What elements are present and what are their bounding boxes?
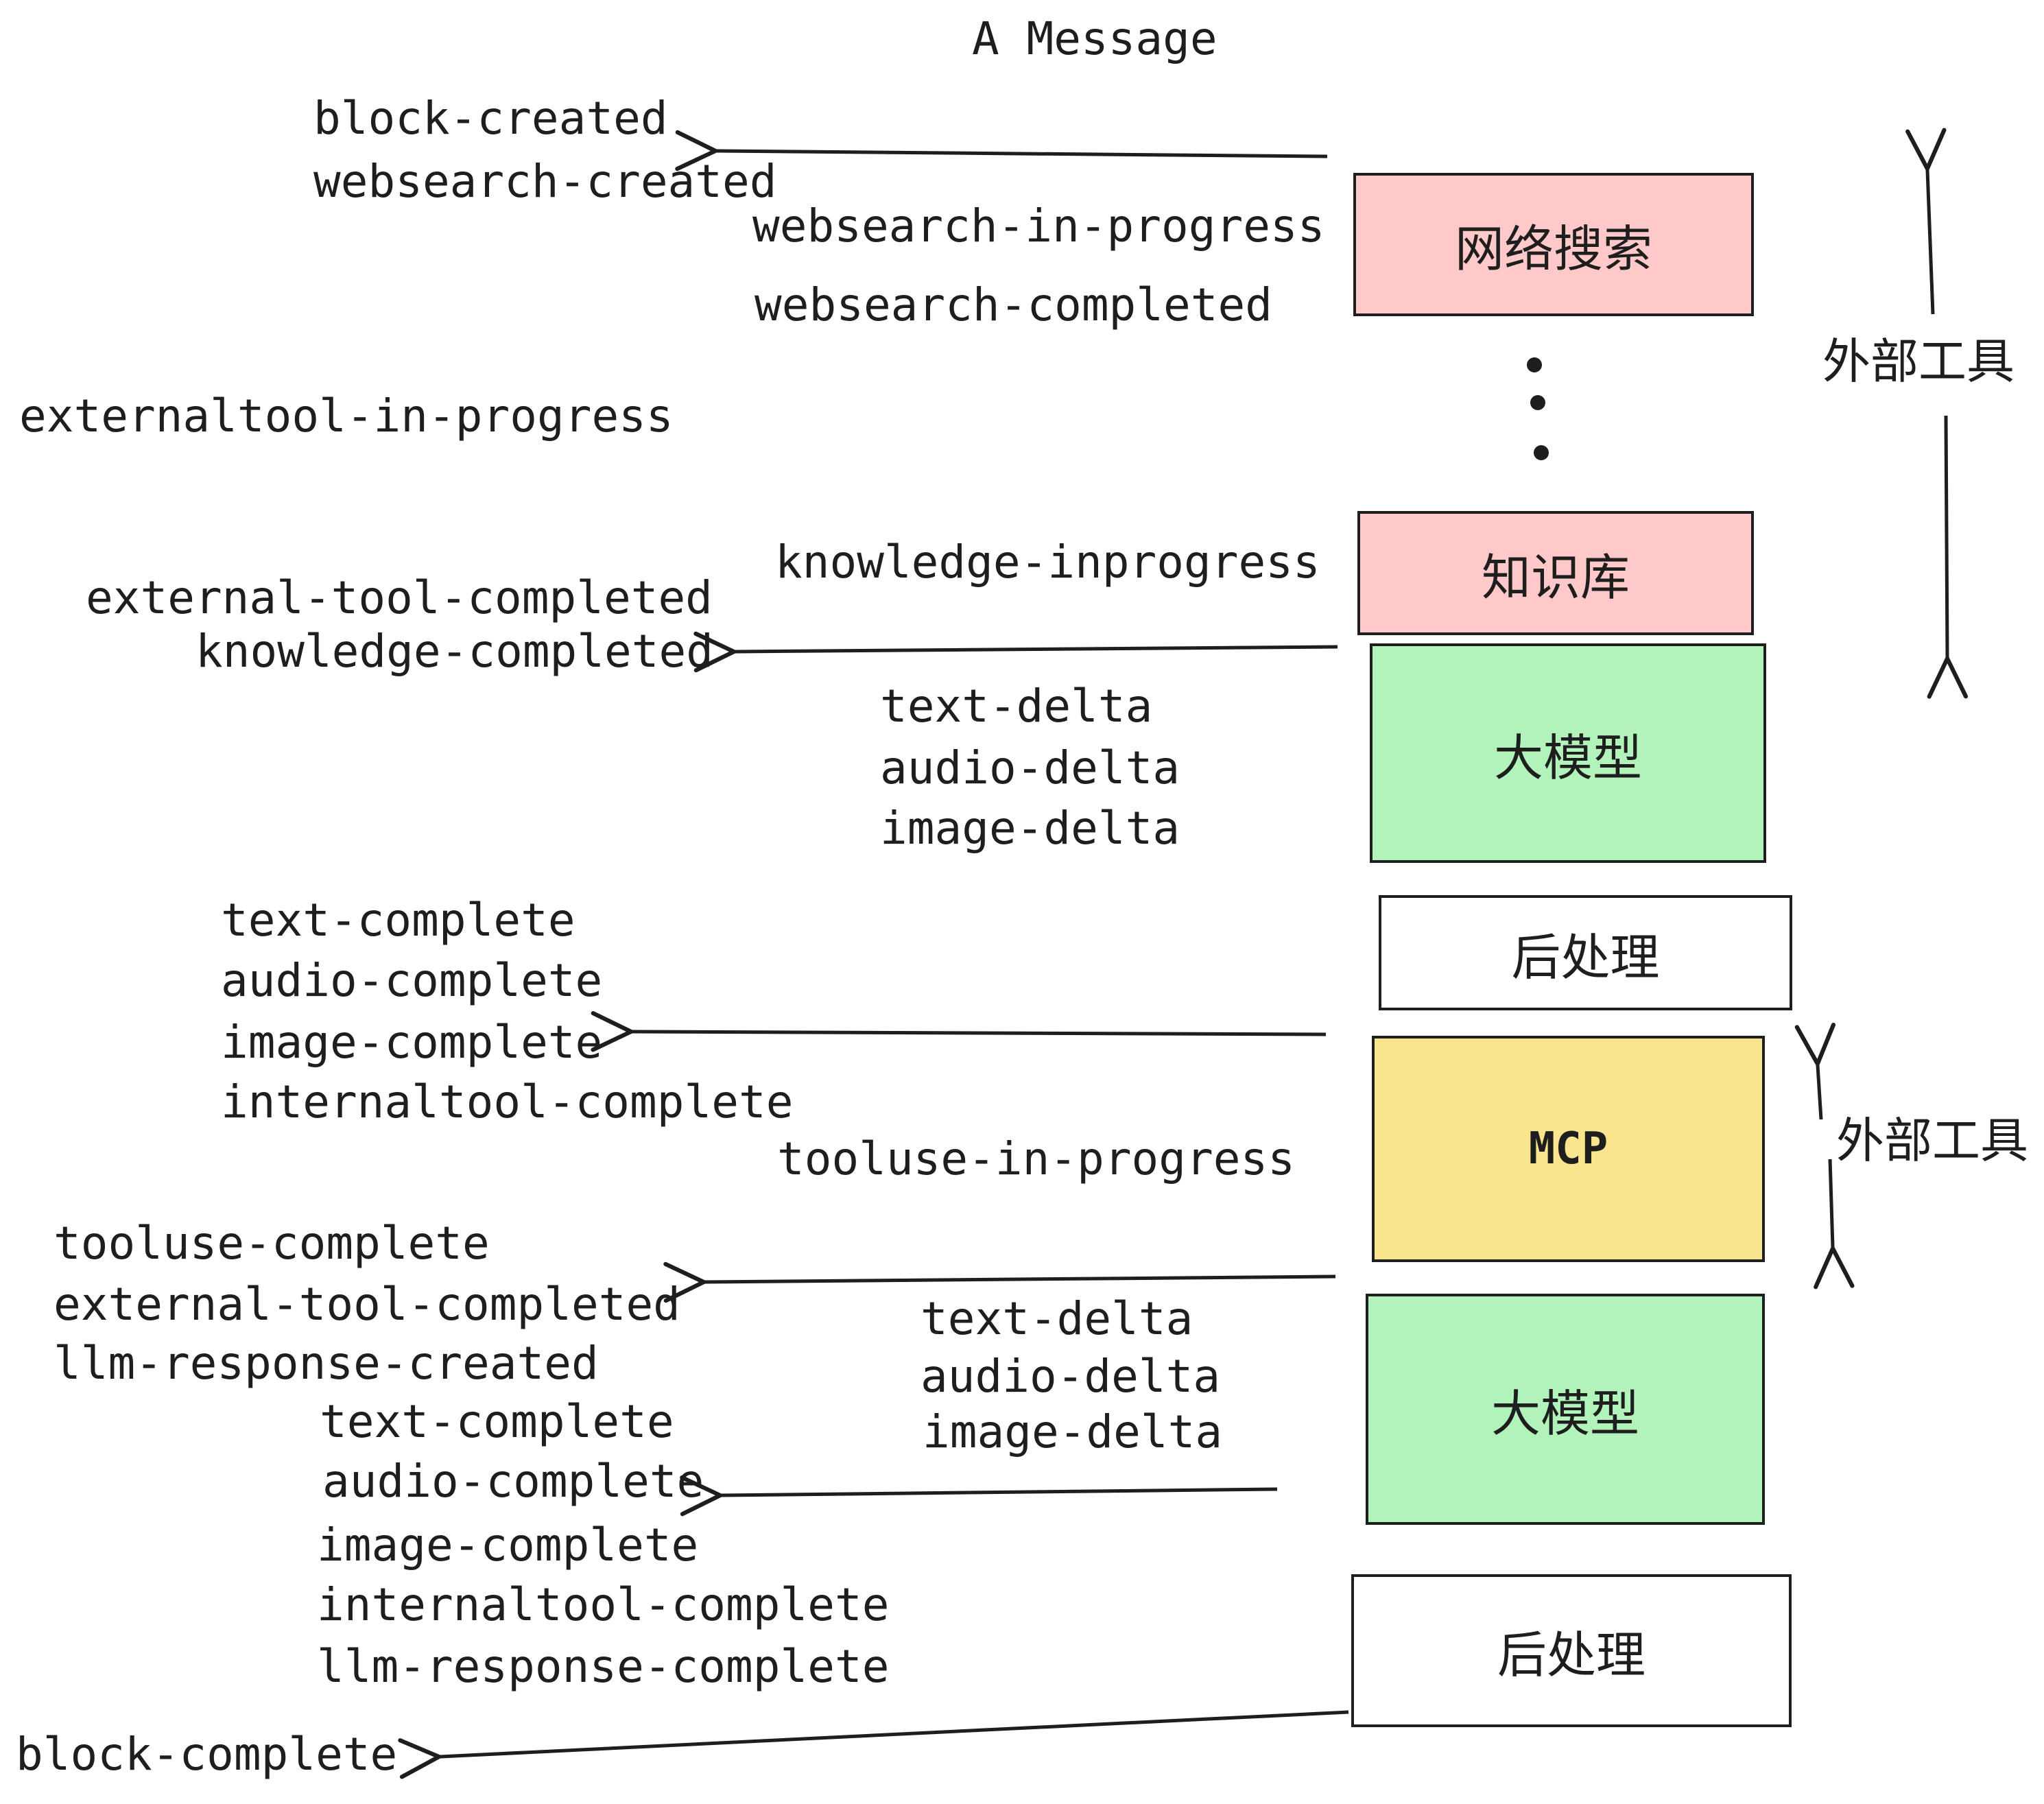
arrow-to-tooluse-complete xyxy=(663,1261,1336,1303)
event-label-audio-delta-1: audio-delta xyxy=(880,741,1180,794)
event-label-text-complete-1: text-complete xyxy=(221,894,575,947)
box-knowledge-label: 知识库 xyxy=(1481,551,1630,606)
box-knowledge: 知识库 xyxy=(1357,511,1754,635)
external-tools-label-mcp: 外部工具 xyxy=(1836,1114,2028,1167)
event-label-externaltool-in-progress: externaltool-in-progress xyxy=(19,390,674,442)
page-title: A Message xyxy=(972,12,1217,65)
arrow-to-image-complete xyxy=(591,1011,1327,1052)
event-label-external-tool-completed-2: external-tool-completed xyxy=(54,1278,680,1331)
event-label-text-delta-1: text-delta xyxy=(880,680,1153,733)
event-label-image-delta-2: image-delta xyxy=(923,1405,1223,1458)
event-label-text-complete-2: text-complete xyxy=(320,1395,674,1448)
event-label-websearch-completed: websearch-completed xyxy=(754,278,1272,331)
event-label-knowledge-inprogress: knowledge-inprogress xyxy=(775,536,1320,589)
event-label-websearch-in-progress: websearch-in-progress xyxy=(752,200,1325,252)
box-post-top: 后处理 xyxy=(1379,895,1792,1010)
event-label-websearch-created: websearch-created xyxy=(313,155,777,208)
box-llm-bottom: 大模型 xyxy=(1366,1294,1765,1525)
box-llm-bottom-label: 大模型 xyxy=(1490,1387,1639,1442)
event-label-block-complete: block-complete xyxy=(16,1728,398,1781)
box-mcp: MCP xyxy=(1372,1036,1765,1262)
event-label-internaltool-complete-1: internaltool-complete xyxy=(221,1076,794,1128)
event-label-external-tool-completed: external-tool-completed xyxy=(86,571,713,624)
box-llm-top-label: 大模型 xyxy=(1493,731,1642,786)
arrow-to-audio-complete xyxy=(680,1475,1278,1517)
event-label-knowledge-completed: knowledge-completed xyxy=(195,625,713,678)
event-label-image-complete-1: image-complete xyxy=(221,1016,603,1069)
event-label-image-delta-1: image-delta xyxy=(880,802,1180,855)
arrow-external-tools-mcp-down xyxy=(1814,1159,1855,1290)
event-label-tooluse-in-progress: tooluse-in-progress xyxy=(777,1132,1295,1185)
event-label-internaltool-complete-2: internaltool-complete xyxy=(317,1578,890,1631)
event-label-image-complete-2: image-complete xyxy=(317,1519,699,1571)
box-websearch: 网络搜索 xyxy=(1353,173,1754,316)
box-websearch-label: 网络搜索 xyxy=(1454,222,1652,277)
box-llm-top: 大模型 xyxy=(1370,643,1766,863)
event-label-audio-delta-2: audio-delta xyxy=(920,1350,1221,1403)
event-label-audio-complete-2: audio-complete xyxy=(322,1455,704,1508)
box-post-bottom-label: 后处理 xyxy=(1497,1628,1645,1683)
event-label-llm-response-complete: llm-response-complete xyxy=(317,1640,890,1693)
arrow-external-tools-top-down xyxy=(1927,415,1969,699)
arrow-to-websearch-created xyxy=(675,130,1328,171)
box-post-top-label: 后处理 xyxy=(1511,930,1660,986)
arrow-to-knowledge-completed xyxy=(693,631,1338,673)
event-label-audio-complete-1: audio-complete xyxy=(221,954,603,1007)
event-label-block-created: block-created xyxy=(313,92,668,145)
arrow-external-tools-mcp-up xyxy=(1794,1022,1836,1120)
box-mcp-label: MCP xyxy=(1528,1124,1608,1174)
event-label-text-delta-2: text-delta xyxy=(920,1292,1193,1345)
arrow-external-tools-top-up xyxy=(1905,128,1947,315)
event-label-llm-response-created: llm-response-created xyxy=(54,1337,599,1390)
arrow-to-block-complete xyxy=(398,1710,1349,1779)
external-tools-label-top: 外部工具 xyxy=(1822,335,2015,388)
vertical-ellipsis-icon xyxy=(1527,357,1549,460)
event-label-tooluse-complete: tooluse-complete xyxy=(54,1217,490,1270)
box-post-bottom: 后处理 xyxy=(1351,1574,1792,1727)
